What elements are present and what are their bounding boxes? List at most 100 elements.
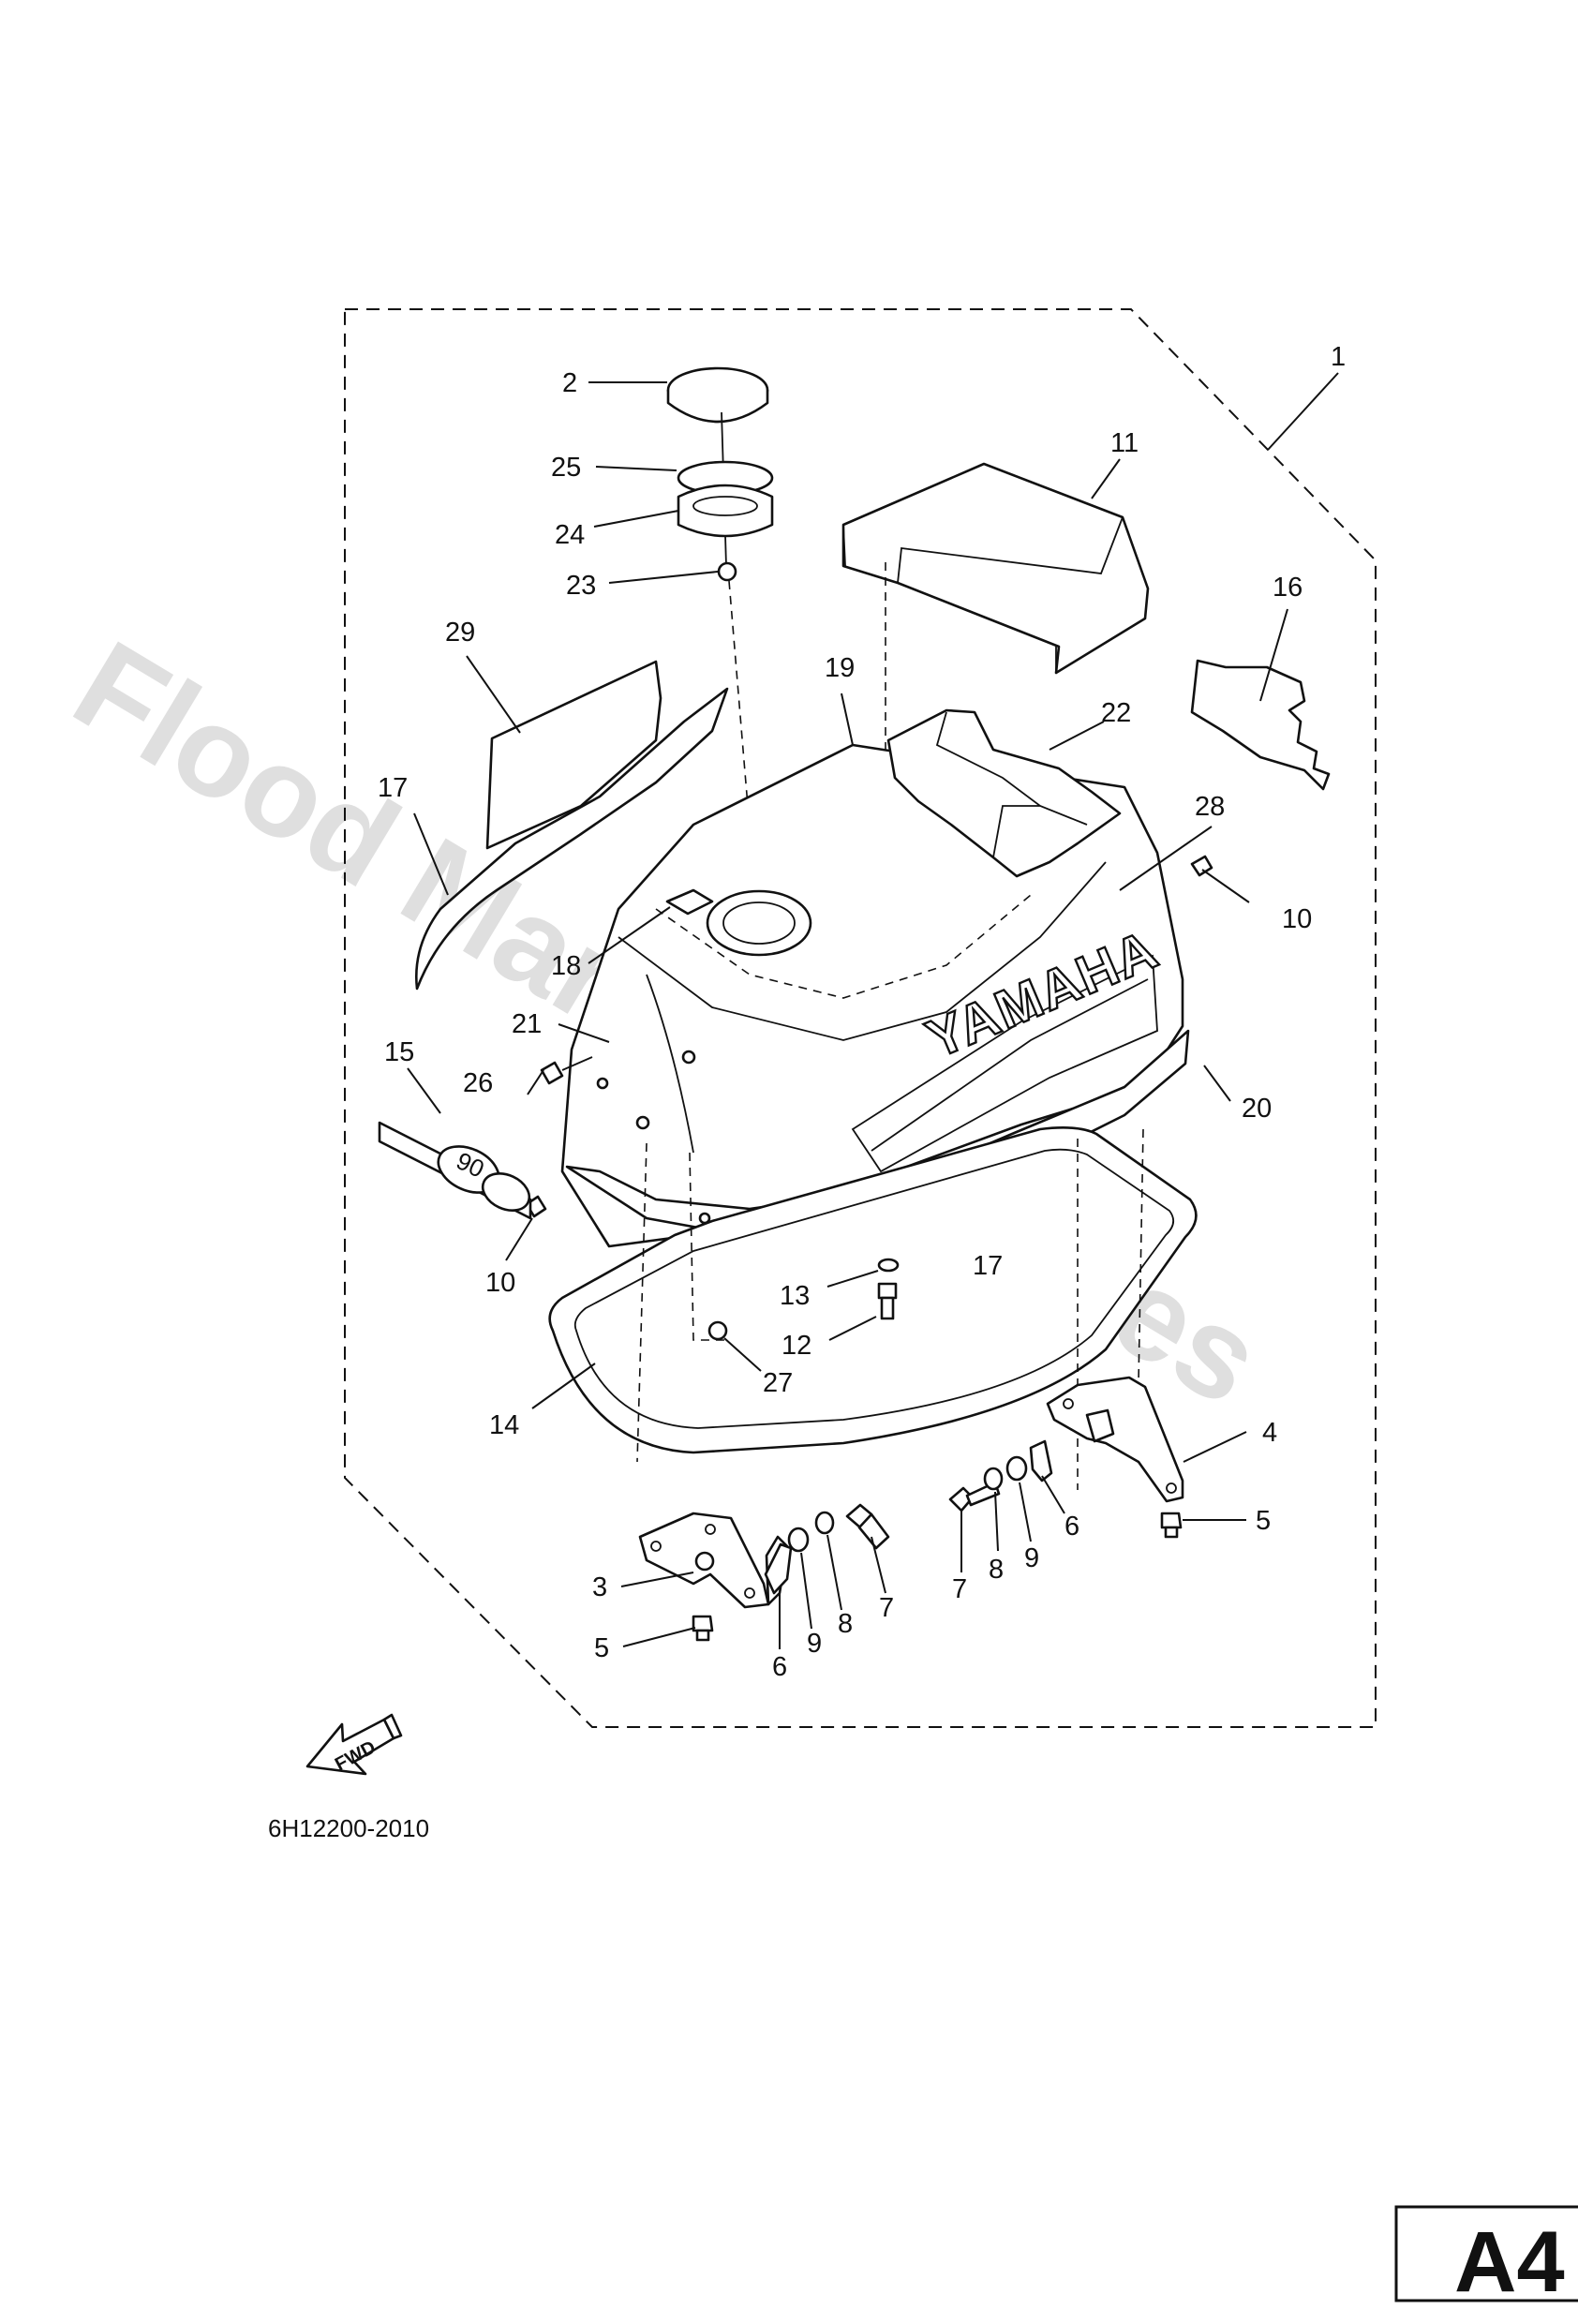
bracket-4 [1046, 1376, 1184, 1503]
leader-4 [1183, 1431, 1247, 1463]
leader-19 [841, 693, 854, 746]
bolt-10-right [1190, 855, 1250, 903]
callout-17-left: 17 [378, 773, 408, 803]
clip-23 [717, 561, 737, 582]
clamp-6-left [764, 1542, 793, 1595]
bolt-7-right [948, 1481, 1001, 1512]
sheet-size-label: A4 [1454, 2214, 1565, 2310]
callout-9-left: 9 [807, 1629, 822, 1659]
leader-21 [558, 1023, 610, 1043]
assembly-line-b [636, 1142, 648, 1463]
callout-21: 21 [512, 1009, 542, 1039]
callout-25: 25 [551, 453, 581, 483]
decal-17-left [415, 687, 729, 991]
callout-12: 12 [782, 1331, 811, 1361]
emblem-15: 90 [378, 1121, 532, 1220]
callout-19: 19 [825, 653, 855, 683]
washer-9-left [787, 1527, 810, 1553]
assembly-line-a [689, 1152, 729, 1341]
washer-8-left [814, 1511, 835, 1535]
callout-15: 15 [384, 1037, 414, 1067]
callout-23: 23 [566, 571, 596, 601]
callout-4: 4 [1262, 1418, 1277, 1448]
callout-6-right: 6 [1064, 1512, 1079, 1542]
filler-cap-assembly [666, 366, 774, 582]
rear-cover-11 [841, 462, 1150, 675]
callout-7-right: 7 [952, 1574, 967, 1604]
nut-5-left [692, 1615, 714, 1642]
leader-8-right [994, 1491, 999, 1552]
callout-26: 26 [463, 1068, 493, 1098]
cap-centerline [728, 580, 758, 919]
callout-27: 27 [763, 1368, 793, 1398]
callout-2: 2 [562, 368, 577, 398]
leader-11 [1091, 458, 1121, 499]
cowl-slot-18 [665, 888, 714, 916]
callout-17-right: 17 [973, 1251, 1003, 1281]
assembly-line-d [1138, 1128, 1144, 1383]
leader-17-left [413, 812, 449, 896]
clamp-6-right [1029, 1439, 1053, 1482]
callout-13: 13 [780, 1281, 810, 1311]
callout-10-right: 10 [1282, 904, 1312, 934]
hole-21c [596, 1077, 609, 1090]
leader-9-left [800, 1552, 812, 1630]
leader-29 [466, 655, 521, 734]
leader-3 [620, 1572, 694, 1587]
leader-18 [588, 906, 671, 964]
ring-24 [677, 484, 774, 538]
cap-2-body [666, 390, 769, 424]
diagram-code: 6H12200-2010 [268, 1814, 429, 1842]
leader-23 [608, 571, 719, 584]
callout-labels: 1 2 25 24 23 11 16 29 19 22 17 28 10 18 … [378, 342, 1346, 1682]
callout-5-left: 5 [594, 1633, 609, 1663]
nut-5-right [1160, 1512, 1183, 1539]
callout-16: 16 [1273, 573, 1303, 603]
leader-24 [593, 510, 679, 528]
callout-14: 14 [489, 1410, 519, 1440]
grommet-27 [707, 1320, 728, 1341]
leader-25 [595, 466, 677, 471]
hole-21b [635, 1115, 650, 1130]
callout-9-right: 9 [1024, 1543, 1039, 1573]
sheet-size-box [1394, 2205, 1578, 2302]
leader-5-left [622, 1627, 696, 1647]
leader-20 [1203, 1065, 1231, 1102]
decal-29 [485, 660, 662, 850]
leader-14 [531, 1363, 596, 1409]
callout-6-left: 6 [772, 1652, 787, 1682]
callout-1: 1 [1331, 342, 1346, 372]
leader-15 [407, 1067, 441, 1114]
gasket-14 [548, 1126, 1198, 1454]
assembly-boundary [344, 308, 1377, 1728]
bracket-3 [638, 1512, 789, 1609]
callout-28: 28 [1195, 792, 1225, 822]
callout-8-right: 8 [989, 1555, 1004, 1585]
washer-8-right [983, 1467, 1004, 1491]
callout-8-left: 8 [838, 1609, 853, 1639]
callout-29: 29 [445, 618, 475, 648]
callout-3: 3 [592, 1572, 607, 1602]
callout-11: 11 [1110, 428, 1139, 458]
leader-22 [1049, 721, 1105, 751]
ring-24-inner [692, 496, 758, 516]
bolt-12 [877, 1282, 898, 1320]
callout-10-left: 10 [485, 1268, 515, 1298]
callout-22: 22 [1101, 698, 1131, 728]
leader-6-right [1041, 1475, 1065, 1514]
leader-12 [828, 1316, 877, 1341]
callout-24: 24 [555, 520, 585, 550]
leader-27 [723, 1337, 762, 1372]
bolt-7-left [845, 1503, 890, 1550]
frame-22 [886, 708, 1122, 878]
leader-28 [1119, 826, 1213, 891]
leader-13 [826, 1270, 879, 1288]
decal-16 [1190, 659, 1331, 791]
callout-7-left: 7 [879, 1593, 894, 1623]
fwd-arrow: FWD [305, 1713, 403, 1775]
filler-opening-inner [722, 901, 796, 945]
leader-8-left [826, 1534, 842, 1611]
screw-26 [527, 1056, 593, 1095]
leader-9-right [1019, 1482, 1032, 1542]
